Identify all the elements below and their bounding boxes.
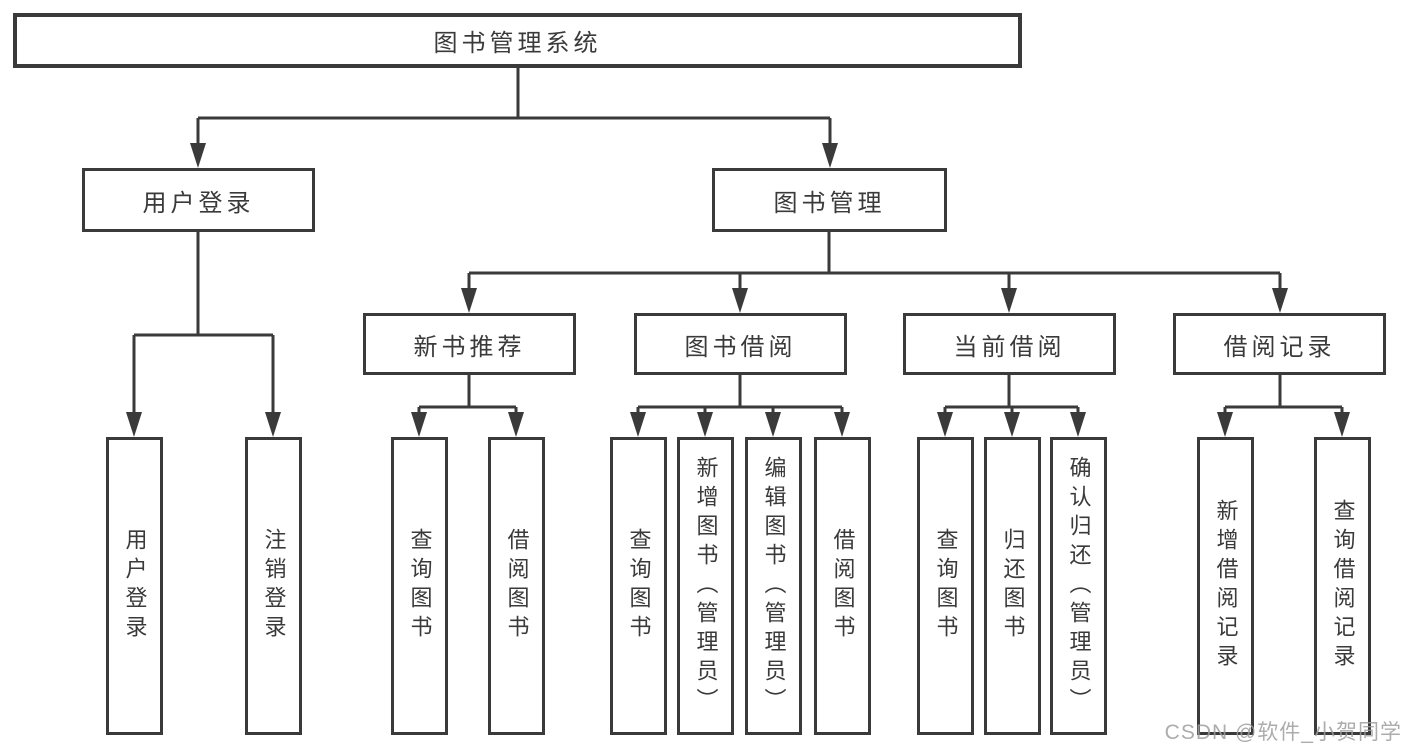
leaf-edit-books-admin: 编辑图书（管理员） [745,437,802,735]
node-label: 查询借阅记录 [1330,499,1356,673]
node-label: 图书管理 [773,189,886,217]
node-label: 图书管理系统 [433,30,602,57]
node-label: 确认归还（管理员） [1066,455,1092,717]
node-label: 图书借阅 [684,333,797,361]
node-label: 查询图书 [407,528,433,644]
node-book-borrowing: 图书借阅 [634,313,847,375]
node-label: 归还图书 [1000,528,1026,644]
node-label: 借阅记录 [1223,333,1336,361]
node-label: 借阅图书 [830,528,856,644]
csdn-watermark: CSDN @软件_小贺同学 [1164,721,1402,744]
leaf-query-books-borrow: 查询图书 [610,437,667,735]
node-borrowing-records: 借阅记录 [1173,313,1386,375]
leaf-logout: 注销登录 [245,437,302,735]
node-book-management: 图书管理 [712,168,947,232]
leaf-add-borrow-record: 新增借阅记录 [1197,437,1254,735]
node-label: 借阅图书 [504,528,530,644]
node-label: 当前借阅 [953,333,1066,361]
leaf-query-borrow-record: 查询借阅记录 [1314,437,1371,735]
node-current-borrowing: 当前借阅 [903,313,1116,375]
leaf-confirm-return-admin: 确认归还（管理员） [1050,437,1107,735]
node-label: 用户登录 [142,189,255,217]
leaf-add-books-admin: 新增图书（管理员） [677,437,734,735]
node-label: 查询图书 [933,528,959,644]
node-library-system: 图书管理系统 [13,13,1022,68]
leaf-return-books: 归还图书 [984,437,1041,735]
leaf-query-books-recommend: 查询图书 [391,437,448,735]
node-label: 新增借阅记录 [1213,499,1239,673]
leaf-borrow-books: 借阅图书 [814,437,871,735]
leaf-borrow-books-recommend: 借阅图书 [488,437,545,735]
node-label: 用户登录 [122,528,148,644]
node-new-book-recommend: 新书推荐 [363,313,576,375]
node-label: 新书推荐 [413,333,526,361]
node-label: 新增图书（管理员） [693,455,719,717]
node-user-login: 用户登录 [82,168,315,232]
leaf-query-books-current: 查询图书 [917,437,974,735]
node-label: 注销登录 [261,528,287,644]
node-label: 编辑图书（管理员） [761,455,787,717]
leaf-user-login: 用户登录 [106,437,163,735]
node-label: 查询图书 [626,528,652,644]
